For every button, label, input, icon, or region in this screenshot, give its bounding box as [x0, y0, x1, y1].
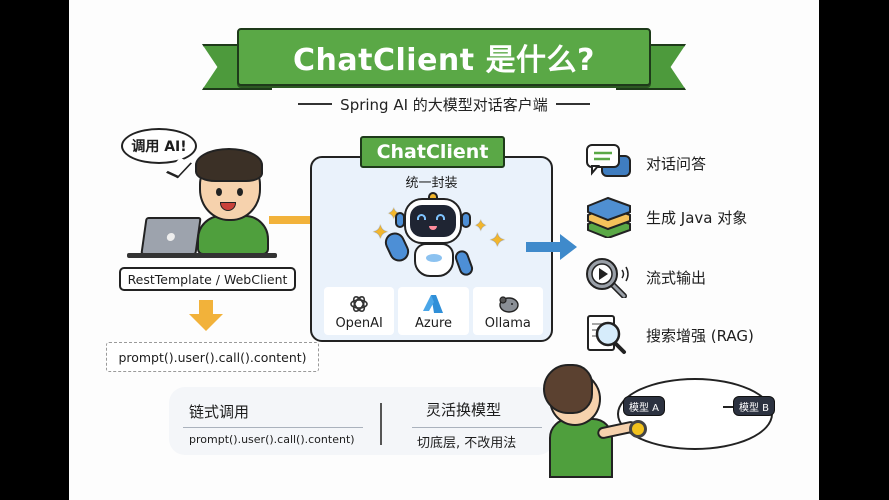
chain-call-title: 链式调用	[189, 403, 250, 421]
switch-model-title: 灵活换模型	[426, 401, 502, 419]
layers-icon	[587, 196, 631, 238]
provider-label: OpenAI	[335, 316, 383, 331]
summary-panel: 链式调用 prompt().user().call().content) 灵活换…	[169, 387, 554, 455]
legacy-clients-box: RestTemplate / WebClient	[119, 267, 296, 291]
laptop-icon	[140, 217, 202, 255]
feature-label: 生成 Java 对象	[646, 208, 748, 227]
sparkle-icon: ✦	[474, 216, 488, 235]
document-search-icon	[587, 315, 626, 354]
chain-call-value: prompt().user().call().content)	[189, 433, 355, 446]
chatclient-subtitle: 统一封装	[405, 176, 458, 191]
feature-rag: 搜索增强 (RAG)	[584, 314, 754, 356]
page-subtitle: Spring AI 的大模型对话客户端	[340, 95, 548, 114]
subtitle-row: Spring AI 的大模型对话客户端	[284, 93, 604, 115]
feature-java-object: 生成 Java 对象	[584, 196, 747, 238]
sparkle-icon: ✦	[372, 220, 389, 244]
kid-hair	[543, 364, 593, 414]
model-b-icon: 模型 B	[733, 396, 776, 416]
azure-icon	[423, 295, 444, 313]
model-a-icon: 模型 A	[623, 396, 666, 416]
ollama-icon	[499, 296, 519, 313]
developer-eye	[216, 188, 222, 196]
chatclient-title: ChatClient	[376, 141, 489, 163]
provider-azure: Azure	[398, 287, 469, 335]
switch-model-value: 切底层, 不改用法	[417, 436, 517, 451]
provider-label: Azure	[414, 316, 452, 331]
feature-streaming: 流式输出	[584, 256, 706, 298]
legacy-clients-label: RestTemplate / WebClient	[127, 271, 288, 287]
model-a-label: 模型 A	[629, 402, 660, 414]
switch-button-icon	[629, 420, 647, 438]
desk-line	[127, 253, 277, 258]
developer-body	[197, 215, 269, 255]
sparkle-icon: ✦	[489, 228, 506, 252]
provider-ollama: Ollama	[472, 287, 543, 335]
provider-list: OpenAI Azure Ollama	[324, 287, 543, 335]
speech-bubble-text: 调用 AI!	[131, 139, 187, 155]
chain-code-box: prompt().user().call().content)	[106, 342, 319, 372]
provider-label: Ollama	[484, 316, 531, 331]
robot-belly	[426, 254, 442, 262]
provider-openai: OpenAI	[324, 287, 395, 335]
feature-label: 对话问答	[646, 154, 707, 173]
robot-eye	[417, 214, 426, 220]
column-divider	[380, 403, 382, 445]
stream-play-icon	[586, 258, 629, 298]
robot-ear	[461, 212, 471, 228]
model-link	[723, 406, 733, 408]
feature-chat: 对话问答	[584, 142, 706, 184]
title-banner: ChatClient 是什么?	[237, 28, 651, 86]
feature-label: 搜索增强 (RAG)	[646, 326, 754, 345]
robot-eye	[436, 214, 445, 220]
robot-face	[410, 205, 456, 237]
arrow-right-icon	[526, 234, 577, 260]
divider	[183, 427, 363, 428]
speech-bubble: 调用 AI!	[121, 128, 197, 164]
chat-bubbles-icon	[586, 144, 631, 177]
divider	[298, 103, 333, 105]
robot-mouth	[429, 226, 437, 230]
divider	[412, 427, 542, 428]
chain-code: prompt().user().call().content)	[118, 349, 307, 365]
page-title: ChatClient 是什么?	[293, 43, 595, 78]
chatclient-header: ChatClient	[360, 136, 505, 168]
arrow-down-icon	[189, 300, 223, 331]
divider	[555, 103, 590, 105]
developer-eye	[237, 188, 243, 196]
model-b-label: 模型 B	[739, 402, 770, 414]
feature-label: 流式输出	[646, 268, 707, 287]
infographic-canvas: ChatClient 是什么? Spring AI 的大模型对话客户端 调用 A…	[69, 0, 819, 500]
developer-hair	[195, 148, 263, 182]
openai-icon	[350, 295, 368, 313]
